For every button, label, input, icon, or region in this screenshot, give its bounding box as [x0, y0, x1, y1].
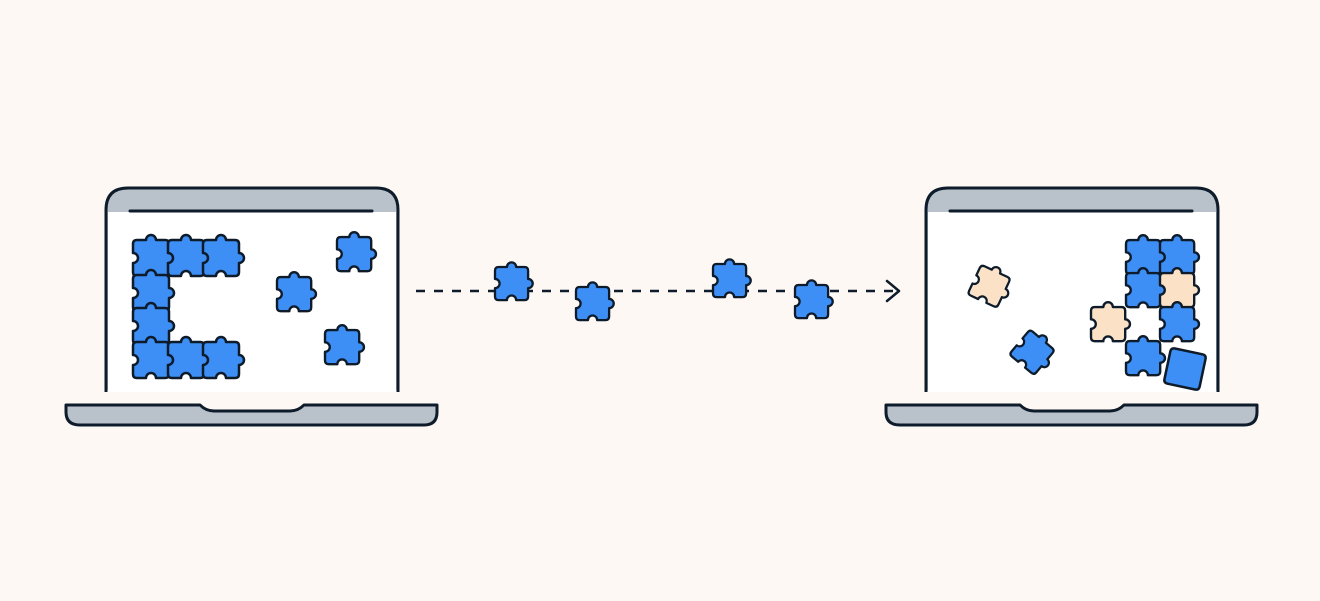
puzzle-piece-icon [335, 231, 378, 273]
puzzle-piece-icon [1158, 301, 1201, 343]
transfer-connector [416, 258, 901, 322]
puzzle-piece-icon [493, 261, 534, 302]
puzzle-piece-icon [1089, 301, 1132, 343]
target-laptop [884, 186, 1259, 427]
arrow-head-icon [885, 279, 901, 303]
puzzle-piece-icon [275, 271, 318, 313]
puzzle-piece-icon [711, 258, 752, 299]
puzzle-piece-icon [574, 281, 615, 322]
puzzle-piece-icon [1124, 335, 1167, 377]
target-laptop-base [884, 403, 1259, 427]
puzzle-piece-icon [201, 233, 246, 278]
puzzle-piece-icon [1162, 346, 1208, 392]
source-laptop-base [64, 403, 439, 427]
puzzle-piece-icon [323, 324, 366, 366]
puzzle-piece-icon [1158, 267, 1201, 309]
puzzle-piece-icon [201, 335, 246, 380]
puzzle-piece-icon [793, 279, 834, 320]
source-laptop [64, 186, 439, 427]
